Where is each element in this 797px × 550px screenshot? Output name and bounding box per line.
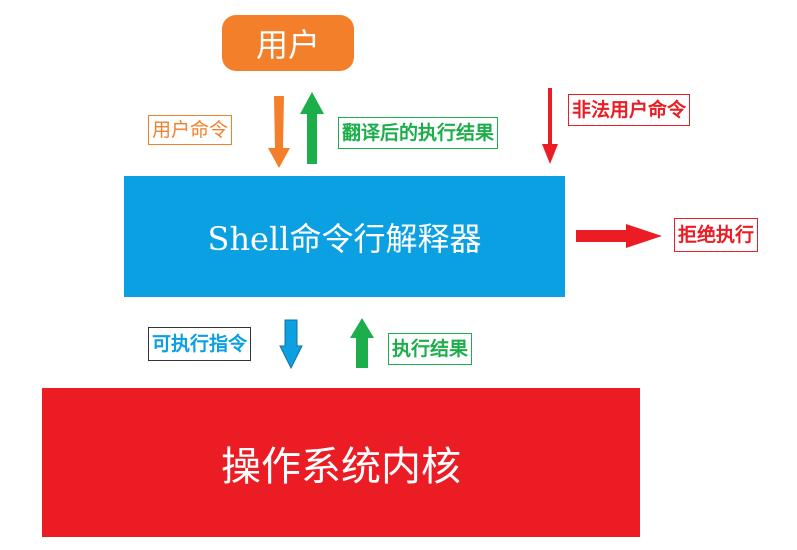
user-box-label: 用户 [255, 26, 320, 64]
user-box: 用户 [222, 15, 354, 71]
arrow-down-orange [268, 96, 290, 168]
reject-label: 拒绝执行 [674, 218, 759, 252]
kernel-box-label: 操作系统内核 [221, 443, 461, 490]
arrow-right-red [576, 224, 662, 248]
shell-box: Shell命令行解释器 [124, 176, 565, 297]
shell-box-label: Shell命令行解释器 [207, 219, 482, 258]
arrow-down-blue [279, 319, 303, 370]
arrow-down-red [542, 88, 558, 164]
illegal-command-label: 非法用户命令 [568, 94, 691, 126]
arrow-up-green-top [300, 92, 324, 164]
arrow-up-green-bottom [350, 318, 374, 368]
exec-result-label: 执行结果 [388, 333, 473, 365]
executable-command-label: 可执行指令 [148, 327, 252, 361]
user-command-label: 用户命令 [148, 115, 233, 145]
kernel-box: 操作系统内核 [42, 388, 640, 537]
translated-result-label: 翻译后的执行结果 [338, 117, 499, 149]
